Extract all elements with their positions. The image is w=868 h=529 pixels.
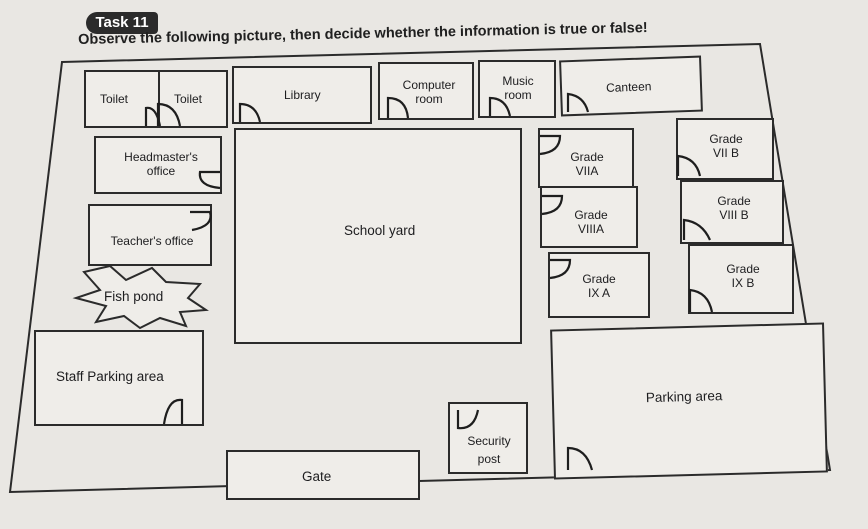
room-computer: Computer room [378, 62, 474, 120]
grade-viiia-label-1: Grade [574, 208, 608, 222]
computer-label-2: room [415, 92, 443, 106]
school-yard: School yard [234, 128, 522, 344]
school-yard-label: School yard [344, 223, 416, 238]
grade-viib-label-2: VII B [712, 146, 739, 160]
room-grade-viiia: Grade VIIIA [540, 186, 638, 248]
grade-viia-label-2: VIIA [575, 164, 599, 178]
headmaster-label-1: Headmaster's [124, 150, 198, 164]
security-label-1: Security [467, 434, 511, 448]
staff-parking-area: Staff Parking area [34, 330, 204, 426]
grade-viiib-label-1: Grade [717, 194, 751, 208]
room-toilet-1: Toilet [84, 70, 160, 128]
grade-ixb-label-2: IX B [731, 276, 755, 290]
room-grade-viiib: Grade VIII B [680, 180, 784, 244]
room-teacher: Teacher's office [88, 204, 212, 266]
headmaster-label-2: office [146, 164, 176, 178]
room-grade-viib: Grade VII B [676, 118, 774, 180]
security-post: Security post [448, 402, 528, 474]
parking-label: Parking area [645, 388, 723, 406]
music-label-1: Music [502, 74, 534, 88]
room-grade-viia: Grade VIIA [538, 128, 634, 188]
gate: Gate [226, 450, 420, 500]
fish-pond-label: Fish pond [104, 289, 164, 304]
grade-ixa-label-1: Grade [582, 272, 616, 286]
toilet-1-label: Toilet [100, 92, 129, 106]
grade-ixb-label-1: Grade [726, 262, 760, 276]
task-badge: Task 11 [86, 12, 158, 34]
music-label-2: room [504, 88, 532, 102]
security-label-2: post [477, 452, 501, 466]
parking-area: Parking area [550, 322, 828, 480]
teacher-label: Teacher's office [110, 234, 194, 248]
staff-parking-label: Staff Parking area [56, 369, 164, 384]
computer-label-1: Computer [402, 78, 456, 92]
library-label: Library [284, 88, 321, 102]
room-grade-ixb: Grade IX B [688, 244, 794, 314]
room-library: Library [232, 66, 372, 124]
grade-ixa-label-2: IX A [587, 286, 610, 300]
gate-label: Gate [302, 469, 332, 484]
grade-viiib-label-2: VIII B [719, 208, 749, 222]
toilet-2-label: Toilet [174, 92, 203, 106]
room-toilet-2: Toilet [158, 70, 228, 128]
room-music: Music room [478, 60, 556, 118]
room-canteen: Canteen [559, 55, 703, 117]
room-headmaster: Headmaster's office [94, 136, 222, 194]
room-grade-ixa: Grade IX A [548, 252, 650, 318]
grade-viiia-label-2: VIIIA [577, 222, 604, 236]
canteen-label: Canteen [605, 79, 652, 95]
grade-viib-label-1: Grade [709, 132, 743, 146]
grade-viia-label-1: Grade [570, 150, 604, 164]
